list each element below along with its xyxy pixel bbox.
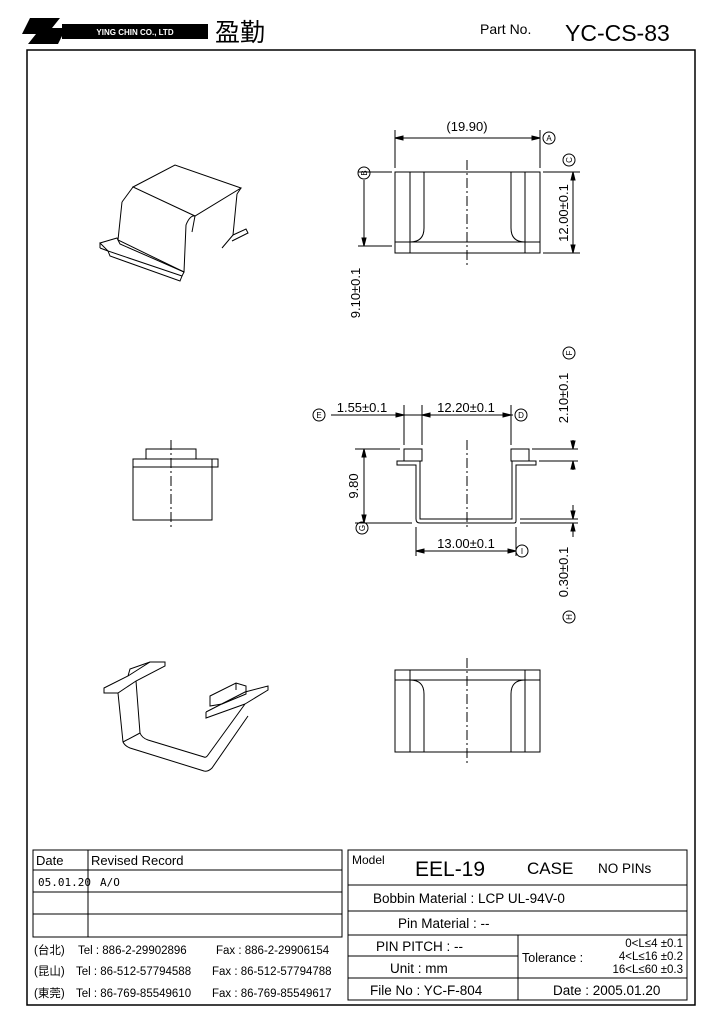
callout-e: E xyxy=(316,411,321,420)
rev-row-date: 05.01.20 xyxy=(38,876,91,889)
contact-place-dongguan: (東莞) xyxy=(34,987,65,1000)
contact-tel-kunshan: Tel : 86-512-57794588 xyxy=(76,966,191,978)
company-logo: YING CHIN CO., LTD xyxy=(22,17,210,45)
callout-f-circle xyxy=(562,346,576,360)
isometric-view-top xyxy=(99,164,249,282)
callout-d: D xyxy=(518,411,524,420)
spec-tolerance-line-1: 0<L≤4 ±0.1 xyxy=(625,938,683,950)
dim-top-pin-offset: 9.10±0.1 xyxy=(348,268,363,319)
isometric-view-bottom xyxy=(103,661,269,772)
contact-tel-dongguan: Tel : 86-769-85549610 xyxy=(76,988,191,1000)
revision-table xyxy=(32,849,343,938)
spec-unit: Unit : mm xyxy=(390,961,448,976)
callout-a: A xyxy=(546,134,552,143)
section-view xyxy=(331,405,578,556)
spec-pin-material: Pin Material : -- xyxy=(398,916,490,931)
callout-g-circle xyxy=(355,521,369,535)
callout-c: C xyxy=(565,157,574,163)
spec-no-pins: NO PINs xyxy=(598,861,652,876)
dim-side-inner: 13.00±0.1 xyxy=(437,536,495,551)
spec-file-no: File No : YC-F-804 xyxy=(370,983,483,998)
spec-tolerance-line-2: 4<L≤16 ±0.2 xyxy=(619,951,683,963)
part-no: YC-CS-83 xyxy=(565,20,670,46)
spec-table xyxy=(347,849,688,1001)
spec-tolerance-line-3: 16<L≤60 ±0.3 xyxy=(613,964,684,976)
contact-fax-dongguan: Fax : 86-769-85549617 xyxy=(212,988,332,1000)
contact-fax-kunshan: Fax : 86-512-57794788 xyxy=(212,966,332,978)
callout-b-circle xyxy=(357,166,371,180)
callout-c-circle xyxy=(562,153,576,167)
callout-h: H xyxy=(565,614,574,620)
spec-case: CASE xyxy=(527,859,573,878)
dim-side-depth: 9.80 xyxy=(346,473,361,498)
bottom-view xyxy=(394,658,541,764)
rev-record-header: Revised Record xyxy=(91,853,184,868)
spec-model: EEL-19 xyxy=(415,858,485,881)
spec-pin-pitch: PIN PITCH : -- xyxy=(376,939,463,954)
sheet-border xyxy=(26,49,696,1006)
callout-h-circle xyxy=(562,610,576,624)
dim-side-span: 12.20±0.1 xyxy=(437,400,495,415)
contact-place-kunshan: (昆山) xyxy=(34,965,65,978)
spec-date: Date : 2005.01.20 xyxy=(553,983,660,998)
spec-model-label: Model xyxy=(352,853,385,867)
dim-side-flange: 2.10±0.1 xyxy=(556,373,571,424)
rev-row-record: A/O xyxy=(100,876,120,889)
brand-cn: 盈勤 xyxy=(215,18,265,47)
callout-d-circle xyxy=(514,408,528,422)
dim-side-left: 1.55±0.1 xyxy=(337,400,388,415)
callout-g: G xyxy=(358,525,367,531)
contact-tel-taipei: Tel : 886-2-29902896 xyxy=(78,945,187,957)
contact-fax-taipei: Fax : 886-2-29906154 xyxy=(216,945,330,957)
callout-f: F xyxy=(565,350,574,355)
dim-top-width: (19.90) xyxy=(446,119,487,134)
callout-i: I xyxy=(521,547,523,556)
contact-place-taipei: (台北) xyxy=(34,943,65,957)
callout-e-circle xyxy=(312,408,326,422)
dim-side-thickness: 0.30±0.1 xyxy=(556,547,571,598)
spec-tolerance-label: Tolerance : xyxy=(522,951,583,965)
callout-b: B xyxy=(360,170,369,175)
company-name: YING CHIN CO., LTD xyxy=(96,28,173,37)
front-view xyxy=(132,440,219,528)
rev-date-header: Date xyxy=(36,853,63,868)
dim-top-height: 12.00±0.1 xyxy=(556,184,571,242)
top-view xyxy=(358,130,580,265)
spec-bobbin-material: Bobbin Material : LCP UL-94V-0 xyxy=(373,891,565,906)
callout-a-circle xyxy=(542,131,556,145)
part-no-label: Part No. xyxy=(480,21,531,37)
